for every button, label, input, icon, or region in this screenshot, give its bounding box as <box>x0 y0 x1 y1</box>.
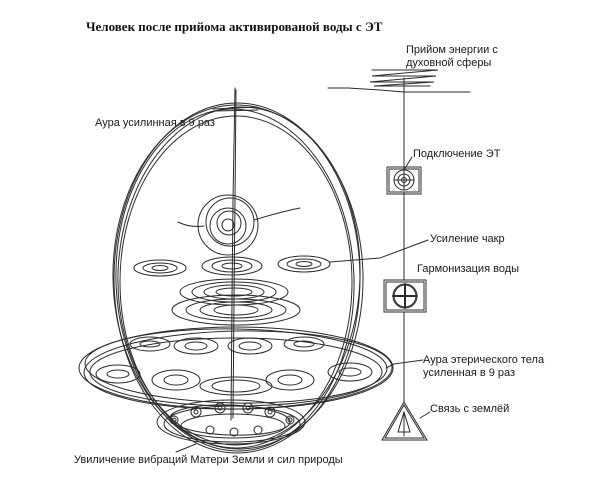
chakra-spirals <box>95 255 373 396</box>
label-earth-link: Связь с землёй <box>430 403 510 415</box>
label-earth-vibration: Увиличение вибраций Матери Земли и сил п… <box>74 454 343 466</box>
earth-link-triangle <box>381 401 428 441</box>
label-etheric-aura-line1: Аура этерического тела <box>423 354 545 366</box>
label-energy-intake-line1: Прийом энергии с <box>406 44 498 56</box>
label-chakra: Усиление чакр <box>430 233 505 245</box>
label-energy-intake-line2: духовной сферы <box>406 57 492 69</box>
connection-box <box>386 166 422 195</box>
head-spiral <box>177 194 301 256</box>
energy-zigzag <box>327 69 471 93</box>
label-etheric-aura-line2: усиленная в 9 раз <box>423 367 516 379</box>
diagram-title: Человек после прийома активированой воды… <box>86 19 383 34</box>
label-harmonization: Гармонизация воды <box>417 263 520 275</box>
label-connection: Подключение ЭТ <box>413 148 501 160</box>
harmonization-box <box>383 279 427 313</box>
leader-lines <box>175 156 431 453</box>
earth-small-spirals <box>169 402 295 437</box>
etheric-disc <box>78 326 394 410</box>
central-axis <box>212 87 259 421</box>
